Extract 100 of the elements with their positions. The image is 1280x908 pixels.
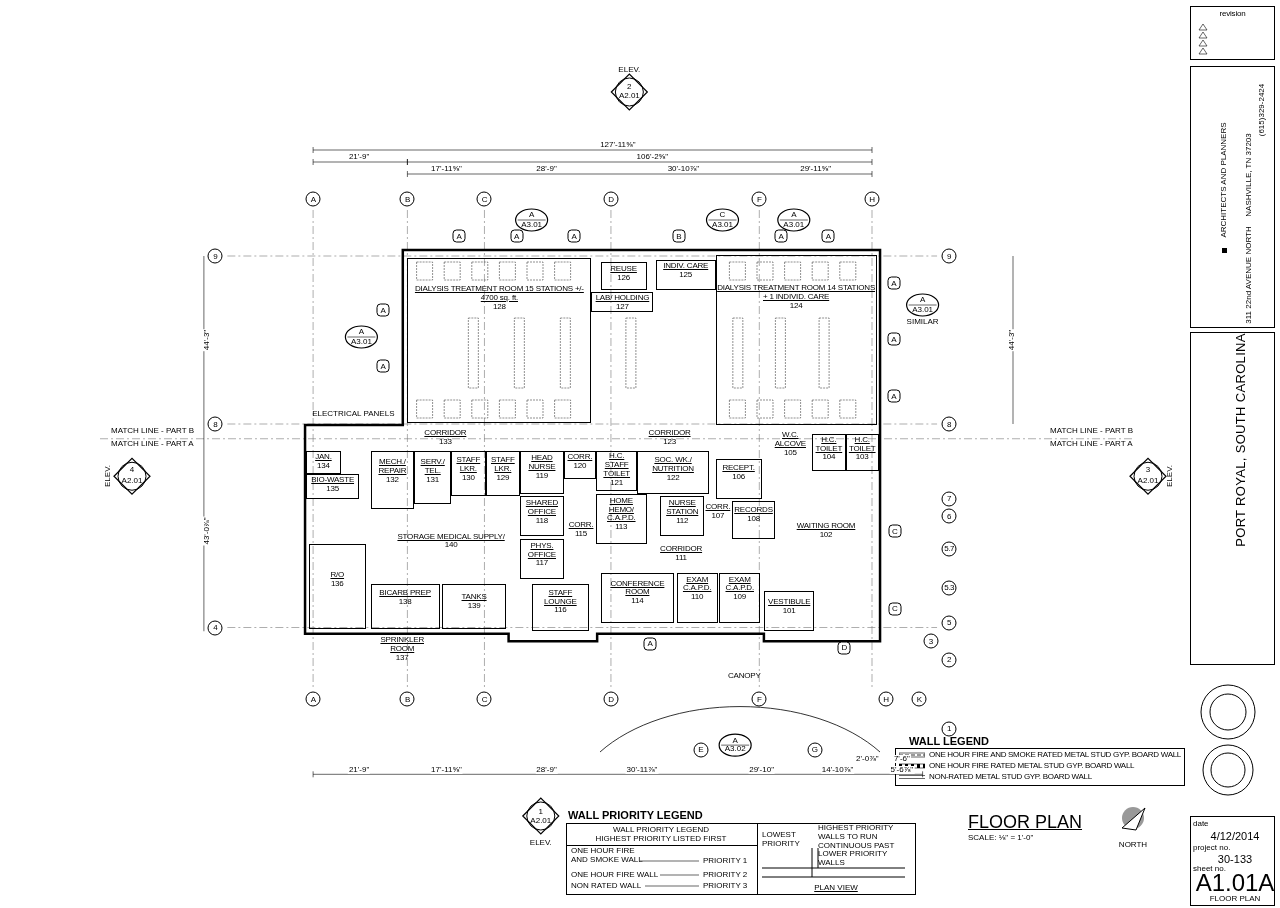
legend-text: LOWEST PRIORITY — [762, 831, 801, 849]
room-number: 104 — [822, 453, 836, 463]
room-number: 107 — [711, 512, 725, 521]
elevation-label: ELEV. — [618, 66, 641, 74]
room-outline — [407, 258, 592, 423]
room-outline — [596, 493, 647, 544]
wall-type-tag: A — [452, 229, 466, 243]
plan-label: NORTH — [1118, 841, 1148, 849]
legend-text: ONE HOUR FIRE WALL — [571, 871, 659, 879]
drawing-title: FLOOR PLAN — [968, 813, 1083, 831]
dimension-text: 21'-9" — [347, 765, 371, 774]
room-name: WAITING ROOM — [796, 522, 856, 532]
grid-bubble: H — [864, 191, 880, 207]
room-name: STAFF LKR. — [455, 456, 482, 474]
sheet-number: A1.01A — [1195, 871, 1275, 895]
wall-type-tag: A — [510, 229, 524, 243]
grid-bubble: 5 — [941, 615, 957, 630]
room-outline — [637, 451, 709, 494]
room-name: BICARB PREP — [379, 588, 431, 598]
grid-bubble: 1 — [941, 721, 957, 737]
room-outline — [1190, 6, 1275, 60]
room-name: STAFF LKR. — [489, 456, 516, 474]
grid-bubble: C — [476, 691, 492, 707]
grid-bubble: F — [751, 191, 767, 207]
title-block-text: (615)329-2424 — [1258, 83, 1266, 137]
wall-type-tag: D — [837, 641, 851, 655]
title-block-text: ARCHITECTS AND PLANNERS — [1220, 122, 1228, 238]
room-name: CORRIDOR — [424, 428, 467, 438]
wall-type-tag: A — [774, 229, 788, 243]
marker-text: A3.01 — [350, 338, 372, 346]
grid-bubble: B — [399, 691, 415, 707]
room-number: 111 — [675, 553, 687, 563]
room-outline — [596, 451, 638, 492]
room-name: DIALYSIS TREATMENT ROOM 14 STATIONS + 1 INDIVID. CARE — [716, 284, 876, 302]
room-name: DIALYSIS TREATMENT ROOM 15 STATIONS +/- 4700 sq. ft. — [413, 285, 585, 302]
dimension-text: 44'-3" — [203, 328, 212, 352]
marker-text: A2.01 — [530, 817, 552, 825]
dimension-text: 106'-2⅝" — [635, 153, 670, 161]
marker-text: A — [732, 737, 738, 746]
room-outline — [370, 451, 415, 509]
room-name: W.C. ALCOVE — [773, 431, 807, 449]
marker-text: A — [919, 296, 926, 304]
room-name: CONFERENCE ROOM — [609, 579, 666, 598]
room-name: VESTIBULE — [768, 598, 811, 608]
room-number: 131 — [426, 475, 440, 485]
marker-text: A — [791, 211, 797, 219]
room-outline — [719, 572, 761, 623]
room-number: 116 — [554, 606, 567, 616]
room-number: 134 — [317, 462, 330, 471]
room-name: EXAM C.A.P.D. — [681, 575, 713, 594]
title-block-label: project no. — [1193, 844, 1231, 852]
room-name: EXAM C.A.P.D. — [724, 575, 755, 594]
wall-type-tag: A — [376, 303, 390, 317]
dimension-text: 30'-10⅞" — [666, 165, 701, 173]
room-outline — [451, 451, 486, 497]
room-number: 121 — [610, 478, 624, 488]
wall-type-tag: A — [887, 389, 901, 403]
room-number: 132 — [386, 475, 399, 485]
wall-type-tag: A — [643, 637, 657, 651]
room-number: 115 — [574, 529, 588, 539]
room-outline — [731, 501, 776, 539]
elevation-label: ELEV. — [529, 839, 552, 847]
room-name: CORR. — [705, 503, 731, 513]
legend-heading: WALL LEGEND — [909, 735, 989, 747]
room-outline — [715, 458, 762, 499]
grid-bubble: 7 — [941, 491, 957, 507]
room-outline — [563, 451, 596, 479]
room-name: revision — [1219, 10, 1246, 19]
grid-bubble: K — [911, 691, 927, 707]
room-name: BIO-WASTE — [311, 475, 355, 485]
room-number: 103 — [855, 453, 869, 463]
marker-text: A3.01 — [712, 221, 733, 229]
room-number: 127 — [616, 302, 629, 312]
room-name: SPRINKLER ROOM — [379, 636, 425, 654]
plan-label: FLOOR PLAN — [1209, 895, 1261, 903]
room-number: 130 — [461, 473, 475, 483]
marker-text: A — [528, 211, 535, 219]
room-outline — [763, 591, 815, 632]
marker-text: A — [358, 328, 365, 336]
wall-type-tag: A — [887, 276, 901, 290]
project-location: PORT ROYAL, SOUTH CAROLINA — [1233, 333, 1247, 547]
room-number: 106 — [732, 472, 745, 482]
room-name: RECEPT. — [722, 463, 755, 473]
room-name: NURSE STATION — [665, 499, 700, 517]
legend-text: PRIORITY 2 — [703, 871, 748, 879]
room-number: 118 — [535, 516, 548, 526]
wall-type-tag: C — [888, 524, 902, 538]
title-block-text: NASHVILLE, TN 37203 — [1245, 133, 1253, 217]
room-number: 102 — [819, 531, 833, 540]
room-number: 128 — [493, 302, 506, 312]
room-name: PHYS. OFFICE — [526, 541, 557, 560]
wall-type-tag: B — [672, 229, 686, 243]
grid-bubble: 8 — [207, 416, 223, 432]
match-line-label: MATCH LINE - PART A — [111, 439, 194, 448]
grid-bubble: 5.3 — [941, 580, 957, 595]
room-outline — [308, 543, 366, 629]
dimension-text: 14'-10⅞" — [820, 765, 855, 774]
dimension-text: 5'-6⅞" — [889, 765, 915, 774]
match-line-label: MATCH LINE - PART A — [1050, 439, 1133, 448]
room-outline — [414, 451, 452, 504]
